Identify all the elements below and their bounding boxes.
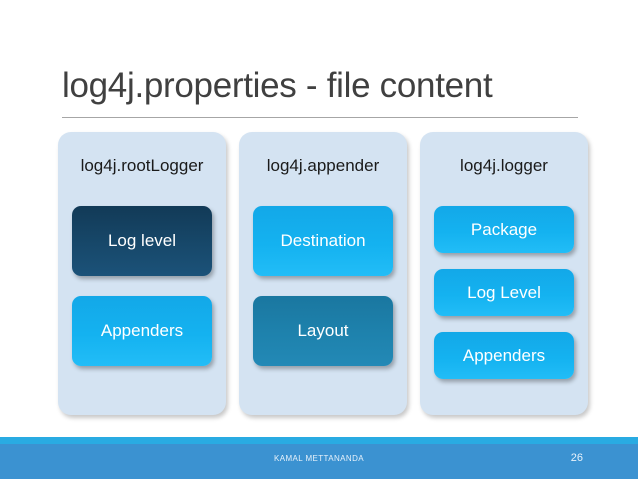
panel-logger: log4j.logger Package Log Level Appenders — [420, 132, 588, 415]
chip-appenders: Appenders — [72, 296, 212, 366]
panel-body-rootlogger: Log level Appenders — [72, 206, 212, 399]
chip-log-level: Log level — [72, 206, 212, 276]
panel-header-logger: log4j.logger — [460, 156, 548, 175]
panel-rootlogger: log4j.rootLogger Log level Appenders — [58, 132, 226, 415]
footer-page-number: 26 — [570, 452, 583, 464]
panel-body-appender: Destination Layout — [253, 206, 393, 399]
chip-destination: Destination — [253, 206, 393, 276]
chip-package: Package — [434, 206, 574, 253]
page-title: log4j.properties - file content — [62, 66, 493, 105]
chip-appenders-logger: Appenders — [434, 332, 574, 379]
title-divider — [62, 117, 578, 118]
panel-row: log4j.rootLogger Log level Appenders log… — [58, 132, 588, 415]
panel-appender: log4j.appender Destination Layout — [239, 132, 407, 415]
chip-layout: Layout — [253, 296, 393, 366]
chip-log-level-logger: Log Level — [434, 269, 574, 316]
slide-footer: KAMAL METTANANDA 26 — [0, 444, 638, 479]
panel-body-logger: Package Log Level Appenders — [434, 206, 574, 399]
footer-author-name: KAMAL METTANANDA — [274, 454, 364, 463]
panel-header-appender: log4j.appender — [266, 156, 380, 175]
footer-accent-bar — [0, 437, 638, 444]
panel-header-rootlogger: log4j.rootLogger — [80, 156, 204, 175]
